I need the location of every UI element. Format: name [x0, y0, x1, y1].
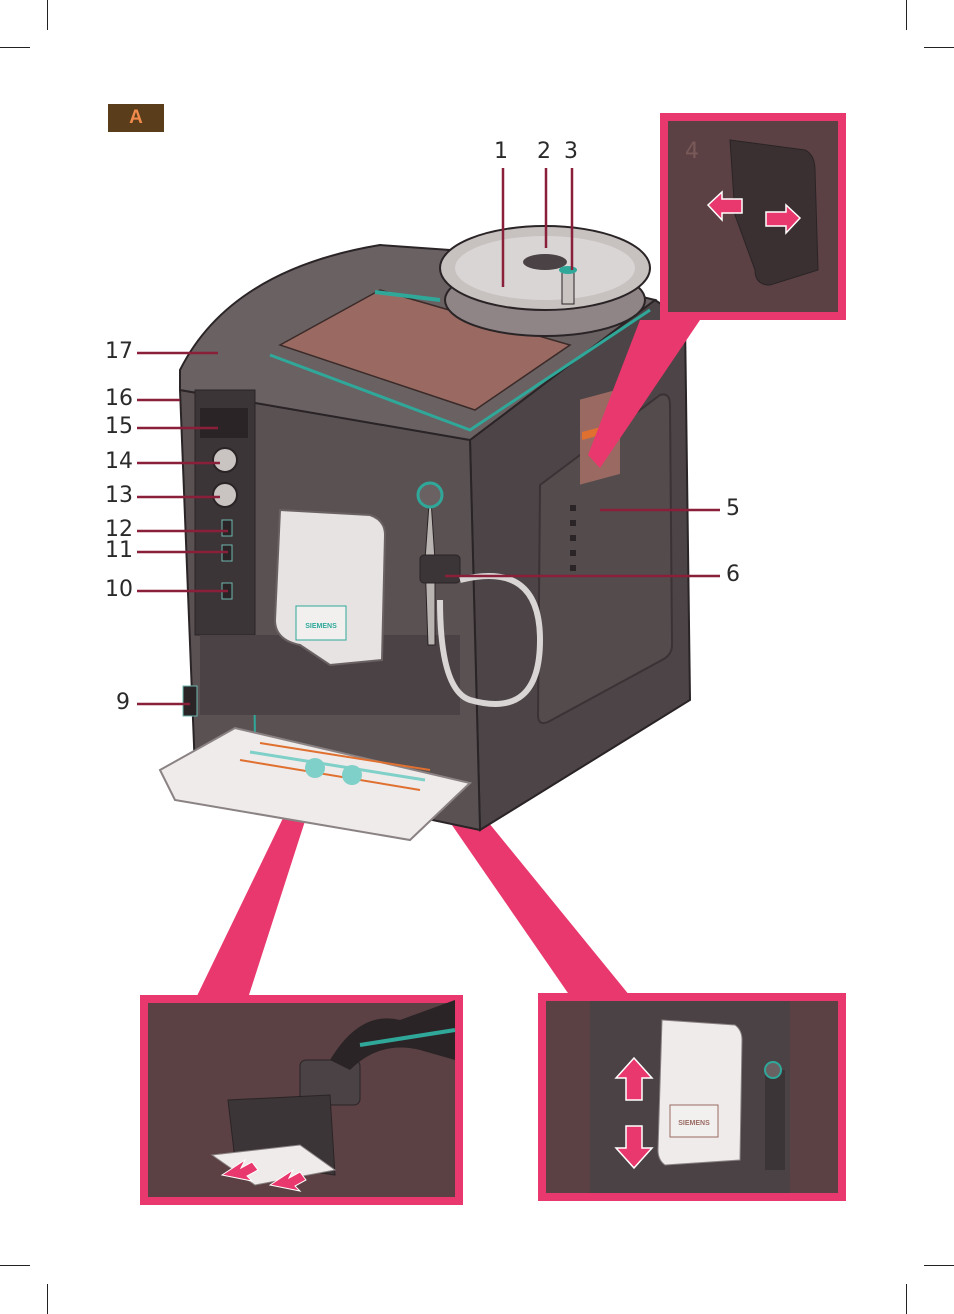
callout-5: 5	[726, 498, 740, 520]
callout-2: 2	[537, 141, 551, 163]
callout-17: 17	[105, 341, 133, 363]
frother-head	[420, 555, 460, 583]
callout-16: 16	[105, 388, 133, 410]
nozzle-dial	[418, 483, 442, 507]
display	[200, 408, 248, 438]
inset-frother-dial	[765, 1062, 781, 1078]
callout-9: 9	[116, 692, 130, 714]
callout-15: 15	[105, 416, 133, 438]
callout-11: 11	[105, 540, 133, 562]
lid-opening	[523, 254, 567, 270]
power-switch	[183, 686, 197, 716]
rotary-knob	[213, 483, 237, 507]
callout-1: 1	[494, 141, 508, 163]
inset-brand-text: SIEMENS	[678, 1120, 710, 1127]
callout-6: 6	[726, 564, 740, 586]
inset-frother	[765, 1070, 785, 1170]
selector-knob	[213, 448, 237, 472]
callout-10: 10	[105, 579, 133, 601]
callout-13: 13	[105, 485, 133, 507]
brand-text: SIEMENS	[305, 623, 337, 630]
callout-4: 4	[685, 141, 699, 163]
tray-float	[342, 765, 362, 785]
callout-3: 3	[564, 141, 578, 163]
callout-12: 12	[105, 519, 133, 541]
brew-unit	[275, 510, 385, 665]
button	[222, 520, 232, 536]
inset-brew-unit	[658, 1020, 742, 1165]
grind-setting-top	[559, 266, 577, 274]
tray-float	[305, 758, 325, 778]
callout-14: 14	[105, 451, 133, 473]
grind-setting-knob	[562, 270, 574, 304]
